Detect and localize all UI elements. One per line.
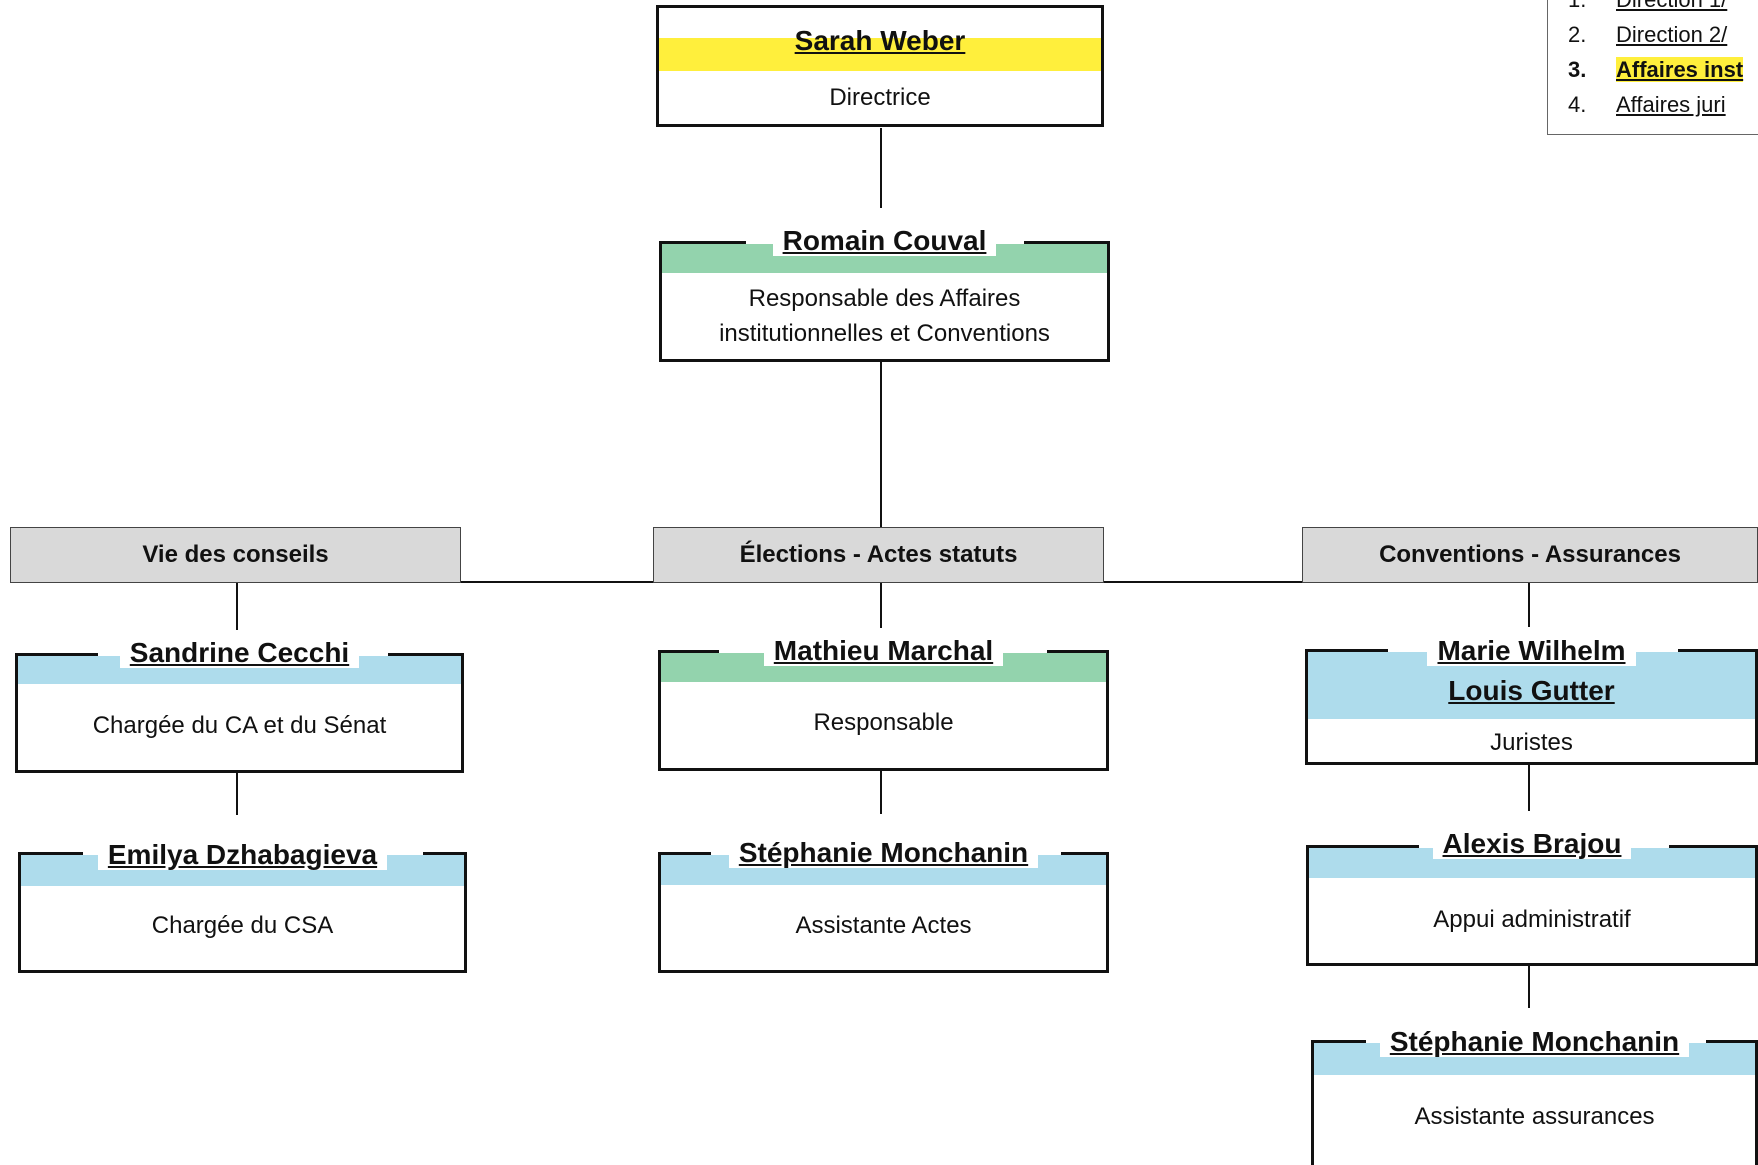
staff-role-mathieu: Responsable: [813, 709, 954, 736]
manager-card: Romain Couval Responsable des Affaires i…: [659, 225, 1110, 362]
staff-name-louis-gutter: Louis Gutter: [1448, 675, 1615, 706]
manager-role-line2: institutionnelles et Conventions: [719, 320, 1050, 347]
director-name: Sarah Weber: [794, 25, 966, 56]
connector-sandrine-emilya: [236, 773, 238, 815]
nav-item-2[interactable]: 2.Direction 2/: [1568, 22, 1728, 47]
staff-name-marie-wilhelm: Marie Wilhelm: [1308, 631, 1755, 671]
staff-role-juristes: Juristes: [1490, 729, 1573, 756]
staff-card-sandrine: Sandrine Cecchi Chargée du CA et du Séna…: [15, 637, 464, 773]
connector-section1-sandrine: [236, 581, 238, 630]
nav-link-1[interactable]: Direction 1/: [1616, 0, 1727, 12]
nav-item-4[interactable]: 4.Affaires juri: [1568, 92, 1726, 117]
nav-link-2[interactable]: Direction 2/: [1616, 22, 1728, 47]
connector-juristes-alexis: [1528, 765, 1530, 811]
staff-card-stephanie-assurances: Stéphanie Monchanin Assistante assurance…: [1311, 1026, 1758, 1165]
section-conventions-assurances: Conventions - Assurances: [1302, 527, 1758, 583]
staff-name-stephanie-assurances: Stéphanie Monchanin: [1314, 1022, 1755, 1062]
connector-director-manager: [880, 128, 882, 208]
staff-role-sandrine: Chargée du CA et du Sénat: [92, 712, 387, 739]
director-card: Sarah Weber Directrice: [656, 5, 1104, 127]
staff-role-emilya: Chargée du CSA: [151, 912, 334, 939]
staff-name-emilya: Emilya Dzhabagieva: [21, 835, 464, 875]
nav-link-4[interactable]: Affaires juri: [1616, 92, 1726, 117]
connector-manager-sections: [880, 362, 882, 527]
staff-name-alexis: Alexis Brajou: [1309, 824, 1755, 864]
nav-item-3[interactable]: 3.Affaires inst: [1568, 57, 1744, 82]
connector-mathieu-stephanie: [880, 771, 882, 814]
staff-name-sandrine: Sandrine Cecchi: [18, 633, 461, 673]
manager-name: Romain Couval: [662, 221, 1107, 261]
connector-section3-juristes: [1528, 581, 1530, 627]
staff-card-alexis: Alexis Brajou Appui administratif: [1306, 828, 1758, 966]
nav-box: 1.Direction 1/ 2.Direction 2/ 3.Affaires…: [1547, 0, 1758, 135]
staff-role-alexis: Appui administratif: [1433, 906, 1631, 933]
nav-link-3[interactable]: Affaires inst: [1616, 57, 1744, 82]
director-role: Directrice: [829, 84, 931, 111]
staff-name-mathieu: Mathieu Marchal: [661, 631, 1106, 671]
staff-role-stephanie-actes: Assistante Actes: [795, 912, 972, 939]
staff-card-emilya: Emilya Dzhabagieva Chargée du CSA: [18, 839, 467, 973]
director-band: [659, 38, 1101, 71]
connector-section2-mathieu: [880, 581, 882, 628]
staff-card-juristes: Marie Wilhelm Louis Gutter Juristes: [1305, 635, 1758, 765]
staff-name-stephanie-actes: Stéphanie Monchanin: [661, 833, 1106, 873]
section-vie-des-conseils: Vie des conseils: [10, 527, 461, 583]
nav-item-1[interactable]: 1.Direction 1/: [1568, 0, 1727, 17]
staff-card-mathieu: Mathieu Marchal Responsable: [658, 635, 1109, 771]
staff-role-stephanie-assurances: Assistante assurances: [1414, 1103, 1655, 1130]
staff-card-stephanie-actes: Stéphanie Monchanin Assistante Actes: [658, 837, 1109, 973]
connector-alexis-stephanie: [1528, 965, 1530, 1008]
manager-role-line1: Responsable des Affaires: [748, 285, 1021, 312]
section-elections-actes: Élections - Actes statuts: [653, 527, 1104, 583]
